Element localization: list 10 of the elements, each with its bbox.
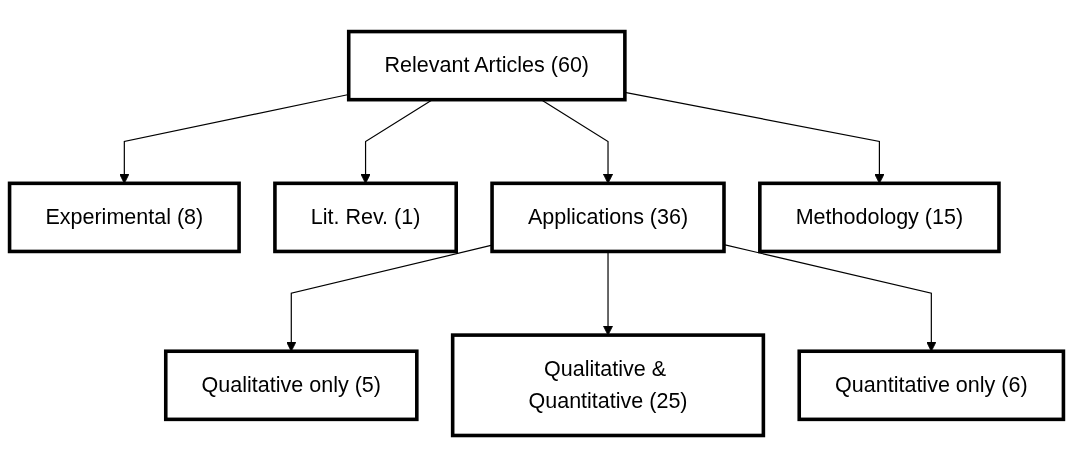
arrow	[540, 99, 614, 184]
node-box: Relevant Articles (60)	[346, 29, 627, 102]
node-box: Experimental (8)	[7, 181, 241, 254]
node-box: Quantitative only (6)	[797, 349, 1066, 422]
node-box: Methodology (15)	[758, 181, 1001, 254]
node-box: Applications (36)	[490, 181, 726, 254]
node-box: Qualitative & Quantitative (25)	[450, 333, 766, 438]
arrow	[360, 99, 433, 184]
node-box: Lit. Rev. (1)	[273, 181, 458, 254]
node-box: Qualitative only (5)	[163, 349, 419, 422]
